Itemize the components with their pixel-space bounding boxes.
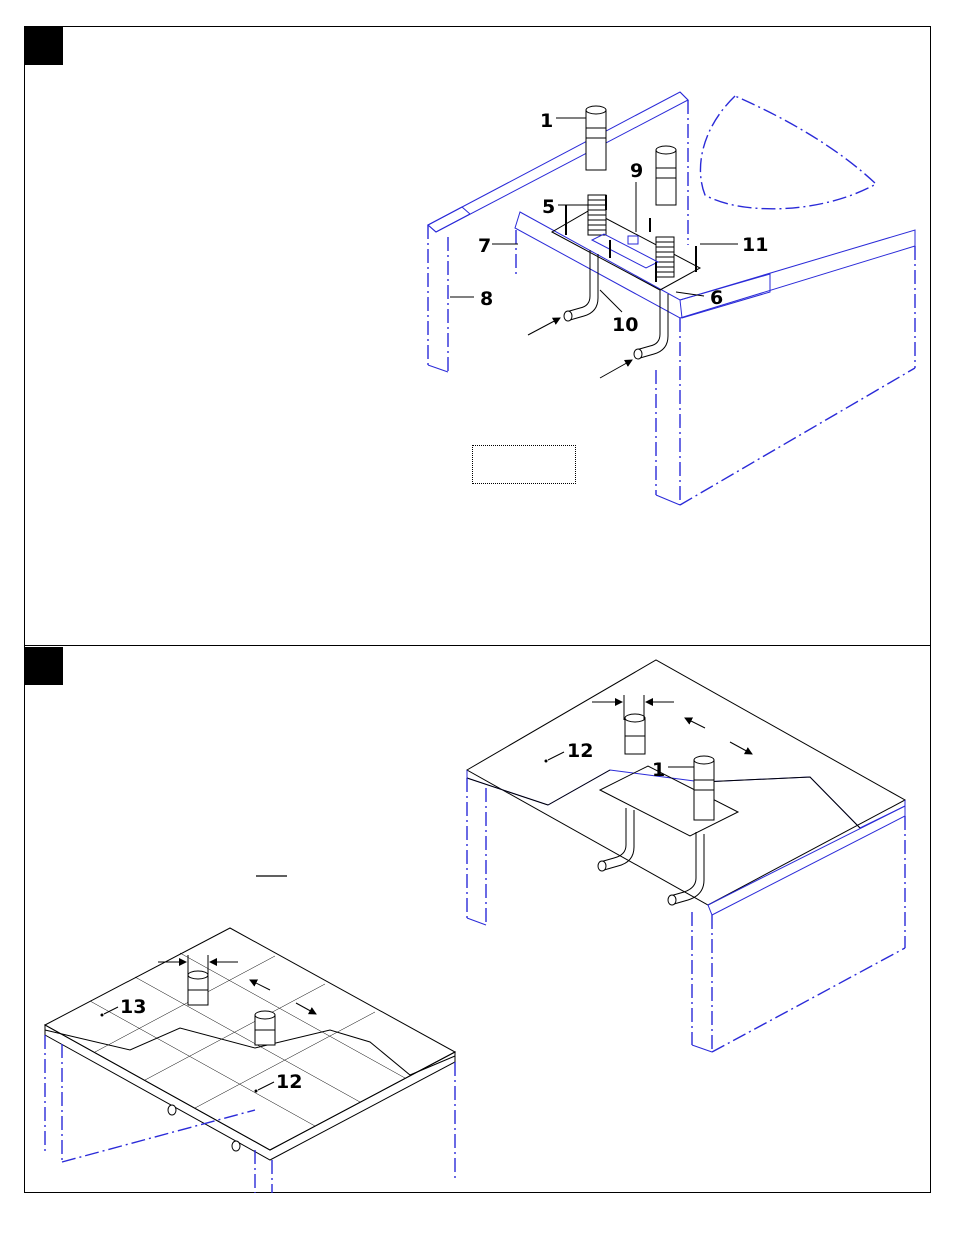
- bottom-left-pipe-stub-1: [168, 1105, 176, 1115]
- bottom-right-supply-pipes: [598, 808, 704, 905]
- top-callout-9: 9: [630, 160, 643, 182]
- bottom-callout-1: 1: [652, 759, 665, 781]
- top-threaded-shank-left: [588, 195, 606, 235]
- top-spout-part-2: [656, 146, 676, 205]
- top-spout-part-1: [586, 106, 606, 170]
- top-callout-5: 5: [542, 196, 555, 218]
- top-threaded-shank-right: [656, 237, 674, 277]
- top-callout-7: 7: [478, 235, 491, 257]
- bottom-left-pipe-stub-2: [232, 1141, 240, 1151]
- top-callout-1: 1: [540, 110, 553, 132]
- bottom-callout-13: 13: [120, 996, 146, 1018]
- bottom-right-spout-installed: [694, 756, 714, 820]
- top-cabinet-left-leg: [428, 225, 448, 372]
- bottom-right-drawing: 12 1: [467, 660, 905, 1052]
- top-inlet-arrow-2: [600, 360, 632, 378]
- top-basin-outline: [700, 96, 876, 209]
- bottom-right-countertop: [467, 660, 905, 905]
- bottom-right-mounting-plate: [600, 766, 738, 836]
- top-bracket: [592, 234, 658, 268]
- top-cabinet-body: [516, 230, 915, 505]
- bottom-left-drawing: 13 12: [45, 928, 455, 1193]
- top-inlet-arrow-1: [528, 318, 560, 335]
- bottom-right-spout-exploded: [625, 714, 645, 754]
- bottom-left-countertop: [45, 928, 455, 1150]
- top-bracket-clip: [628, 236, 638, 244]
- bottom-left-template-grid: [90, 953, 405, 1126]
- bottom-callout-12-left: 12: [276, 1071, 302, 1093]
- top-screws: [566, 195, 696, 282]
- top-callout-10: 10: [612, 314, 638, 336]
- bottom-callout-12-right: 12: [567, 740, 593, 762]
- bottom-left-cut-line: [45, 1028, 455, 1075]
- bottom-right-dimension-lines: [592, 695, 752, 754]
- top-callout-6: 6: [710, 287, 723, 309]
- top-panel-drawing: 1 5 9 7 8 10 6 11: [428, 92, 915, 505]
- bottom-left-spout-1: [188, 971, 208, 1005]
- bottom-right-cabinet: [467, 778, 905, 1052]
- bottom-left-spout-2: [255, 1011, 275, 1045]
- top-callout-8: 8: [480, 288, 493, 310]
- top-callout-11: 11: [742, 234, 768, 256]
- top-mounting-plate: [552, 210, 700, 290]
- bottom-right-cutout-section: [467, 770, 905, 828]
